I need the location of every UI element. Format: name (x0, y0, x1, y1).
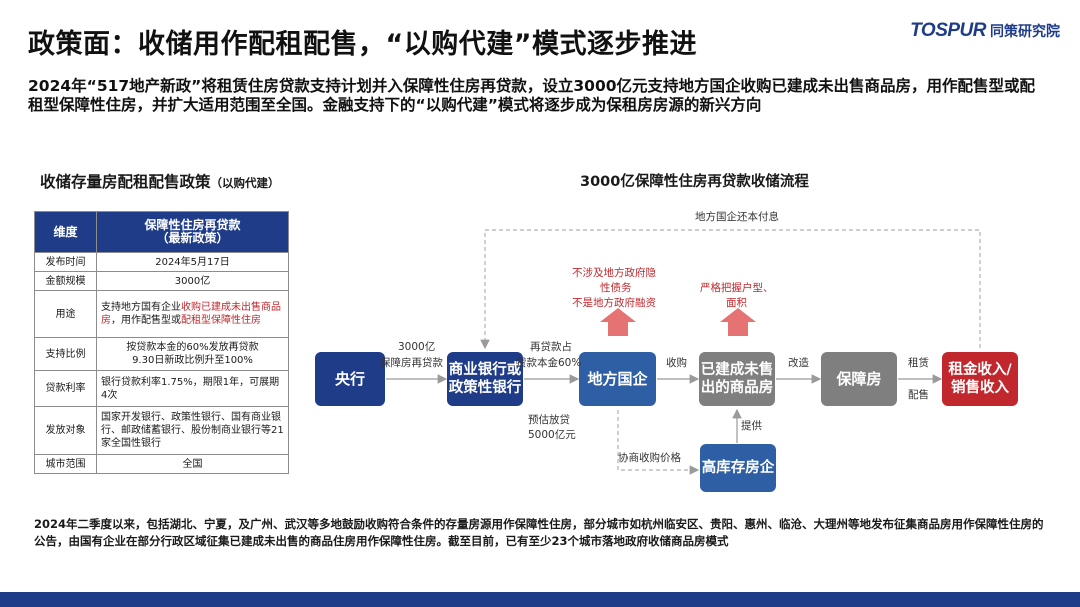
label-provide: 提供 (741, 420, 762, 432)
row-value: 3000亿 (96, 271, 289, 291)
table-row: 城市范围 全国 (34, 454, 289, 474)
row-value: 支持地方国有企业收购已建成未出售商品房，用作配售型或配租型保障性住房 (96, 290, 289, 338)
table-header-policy-line2: （最新政策） (156, 231, 229, 245)
node-banks: 商业银行或政策性银行 (447, 352, 523, 406)
table-row: 用途 支持地方国有企业收购已建成未出售商品房，用作配售型或配租型保障性住房 (34, 290, 289, 338)
table-header-row: 维度 保障性住房再贷款 （最新政策） (34, 211, 289, 253)
flow-title: 3000亿保障性住房再贷款收储流程 (580, 174, 809, 190)
label-est: 预估放贷 (528, 414, 570, 426)
negotiate-line (617, 410, 700, 475)
label-sale: 配售 (908, 389, 929, 401)
policy-title: 收储存量房配租配售政策 (40, 173, 211, 191)
row-value: 2024年5月17日 (96, 252, 289, 272)
red-up-arrow-right (720, 308, 756, 336)
repay-loop-line (480, 229, 981, 350)
table-header-policy-line1: 保障性住房再贷款 (144, 218, 241, 232)
label-rent: 租赁 (908, 357, 929, 369)
ratio-line-2: 9.30日新政比例升至100% (132, 355, 253, 366)
row-key: 城市范围 (34, 454, 97, 474)
label-ratio: 再贷款占 (530, 341, 572, 353)
label-repay: 地方国企还本付息 (695, 211, 779, 223)
table-header-dimension: 维度 (34, 211, 97, 253)
label-no-debt-3: 不是地方政府融资 (572, 297, 656, 309)
table-row: 金额规模 3000亿 (34, 271, 289, 291)
label-strict-2: 面积 (726, 297, 747, 309)
node-central-bank: 央行 (315, 352, 385, 406)
policy-subtitle: （以购代建） (210, 176, 280, 190)
label-renovate: 改造 (788, 357, 809, 369)
table-row: 支持比例 按贷款本金的60%发放再贷款 9.30日新政比例升至100% (34, 337, 289, 371)
row-key: 金额规模 (34, 271, 97, 291)
row-value: 全国 (96, 454, 289, 474)
row-key: 贷款利率 (34, 370, 97, 407)
node-local-soe: 地方国企 (579, 352, 656, 406)
table-row: 发布时间 2024年5月17日 (34, 252, 289, 272)
label-strict-1: 严格把握户型、 (700, 282, 774, 294)
label-reloan: 保障房再贷款 (380, 357, 443, 369)
footer-paragraph: 2024年二季度以来，包括湖北、宁夏，及广州、武汉等多地鼓励收购符合条件的存量房… (34, 517, 1044, 548)
row-key: 发布时间 (34, 252, 97, 272)
row-key: 用途 (34, 290, 97, 338)
label-no-debt-1: 不涉及地方政府隐 (572, 267, 656, 279)
ratio-line-1: 按贷款本金的60%发放再贷款 (126, 342, 259, 353)
red-up-arrow-left (600, 308, 636, 336)
flow-diagram: 央行 商业银行或政策性银行 地方国企 已建成未售出的商品房 保障房 租金收入/销… (300, 200, 1080, 510)
usage-text-1: 支持地方国有企业 (101, 302, 181, 313)
row-key: 支持比例 (34, 337, 97, 371)
row-value: 按贷款本金的60%发放再贷款 9.30日新政比例升至100% (96, 337, 289, 371)
node-income: 租金收入/销售收入 (942, 352, 1018, 406)
table-row: 发放对象 国家开发银行、政策性银行、国有商业银行、邮政储蓄银行、股份制商业银行等… (34, 406, 289, 455)
logo-mark: TOSPUR (910, 20, 986, 41)
node-stock-developer: 高库存房企 (700, 444, 776, 492)
label-ratio-b: 贷款本金60% (516, 357, 582, 369)
node-unsold-housing: 已建成未售出的商品房 (699, 352, 775, 406)
usage-text-highlight-2: 配租型保障性住房 (181, 315, 261, 326)
table-header-policy: 保障性住房再贷款 （最新政策） (96, 211, 289, 253)
label-acquire: 收购 (666, 357, 687, 369)
policy-table: 维度 保障性住房再贷款 （最新政策） 发布时间 2024年5月17日 金额规模 … (34, 211, 289, 474)
table-row: 贷款利率 银行贷款利率1.75%，期限1年，可展期4次 (34, 370, 289, 407)
row-value: 国家开发银行、政策性银行、国有商业银行、邮政储蓄银行、股份制商业银行等21家全国… (96, 406, 289, 455)
row-key: 发放对象 (34, 406, 97, 455)
usage-text-highlight-1: 收购已建成未出售商品房 (101, 302, 281, 326)
row-value: 银行贷款利率1.75%，期限1年，可展期4次 (96, 370, 289, 407)
policy-section-title: 收储存量房配租配售政策（以购代建） (40, 170, 280, 192)
label-3000: 3000亿 (398, 341, 436, 353)
logo-text: 同策研究院 (990, 24, 1060, 40)
intro-paragraph: 2024年“517地产新政”将租赁住房贷款支持计划并入保障性住房再贷款，设立30… (28, 77, 1036, 114)
bottom-bar (0, 592, 1080, 607)
usage-text-2: ，用作配售型或 (111, 315, 181, 326)
label-no-debt-2: 性债务 (600, 282, 632, 294)
node-affordable-housing: 保障房 (821, 352, 897, 406)
page-title: 政策面：收储用作配租配售，“以购代建”模式逐步推进 (28, 29, 697, 60)
label-negotiate: 协商收购价格 (618, 452, 681, 464)
flow-connectors (386, 229, 981, 475)
label-est-b: 5000亿元 (528, 429, 576, 441)
logo: TOSPUR 同策研究院 (910, 20, 1060, 42)
